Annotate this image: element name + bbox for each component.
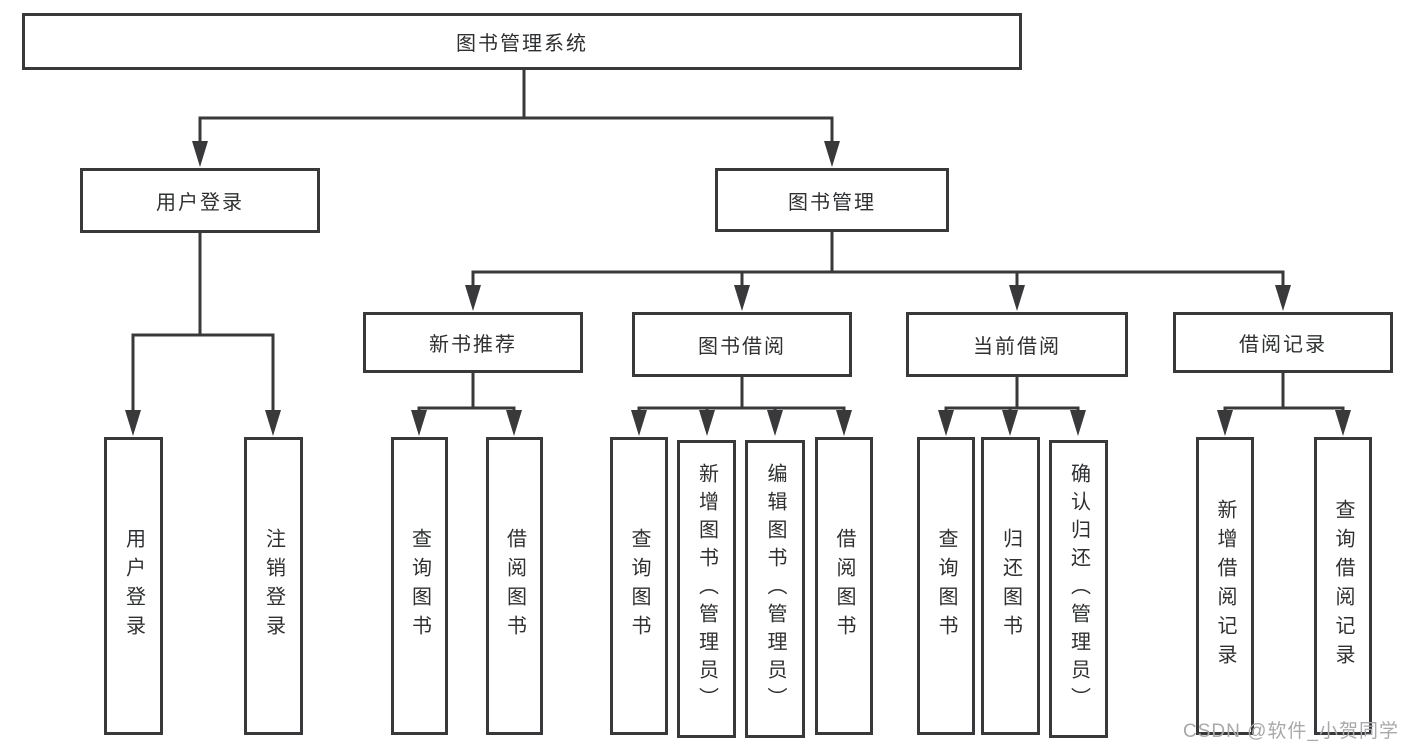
leaf-cb-query-book: 查询图书	[917, 437, 975, 735]
leaf-bb-edit-book-admin: 编辑图书（管理员）	[745, 440, 805, 738]
node-book-borrow: 图书借阅	[632, 312, 852, 377]
leaf-nbr-borrow-book: 借阅图书	[486, 437, 543, 735]
connector-borrow-record-children	[1217, 373, 1351, 436]
connector-root-to-level2	[192, 70, 840, 167]
root-node-book-management-system: 图书管理系统	[22, 13, 1022, 70]
leaf-cb-return-book: 归还图书	[981, 437, 1040, 735]
node-book-management: 图书管理	[715, 168, 949, 232]
leaf-br-add-record: 新增借阅记录	[1196, 437, 1254, 735]
node-user-login: 用户登录	[80, 168, 320, 233]
node-borrow-record: 借阅记录	[1173, 312, 1393, 373]
connector-new-book-children	[411, 373, 522, 436]
connector-book-borrow-children	[631, 377, 852, 436]
connector-current-borrow-children	[938, 377, 1086, 436]
leaf-cb-confirm-return-admin: 确认归还（管理员）	[1049, 440, 1108, 738]
leaf-user-login: 用户登录	[104, 437, 163, 735]
node-new-book-recommend: 新书推荐	[363, 312, 583, 373]
connector-book-mgmt-to-level3	[465, 232, 1291, 311]
csdn-watermark: CSDN @软件_小贺同学	[1183, 721, 1399, 742]
connector-user-login-children	[125, 233, 281, 436]
leaf-bb-add-book-admin: 新增图书（管理员）	[677, 440, 736, 738]
leaf-logout: 注销登录	[244, 437, 303, 735]
leaf-bb-query-book: 查询图书	[610, 437, 668, 735]
leaf-nbr-query-book: 查询图书	[391, 437, 448, 735]
node-current-borrow: 当前借阅	[906, 312, 1128, 377]
leaf-bb-borrow-book: 借阅图书	[815, 437, 873, 735]
leaf-br-query-record: 查询借阅记录	[1314, 437, 1372, 735]
